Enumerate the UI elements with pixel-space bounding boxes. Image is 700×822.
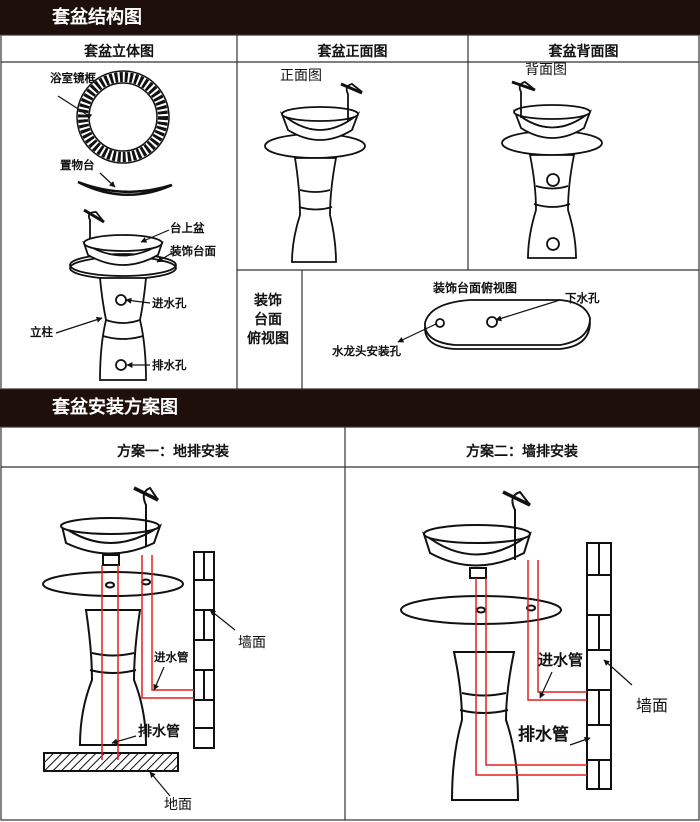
top-view-drawing [424,299,591,350]
header-iso-view: 套盆立体图 [84,44,154,60]
header-back-view: 套盆背面图 [548,44,619,60]
header-plan1: 方案一：地排安装 [117,444,229,460]
label-basin: 台上盆 [170,221,205,235]
label-mirror-frame: 浴室镜框 [50,71,96,85]
plan1-label-wall: 墙面 [238,635,266,651]
plan1-floor [43,752,179,772]
label-column: 立柱 [30,325,53,339]
side-label-line3: 俯视图 [247,331,289,347]
install-section-banner: 套盆安装方案图 [0,389,700,427]
plan1-pipes [101,555,194,760]
plan2-label-inlet-pipe: 进水管 [538,651,584,669]
plan2-wall [586,542,612,790]
back-view-label: 背面图 [525,62,567,78]
plan1-arrows [111,609,236,797]
iso-shelf [77,180,173,197]
structure-section-banner: 套盆结构图 [0,0,700,35]
iso-callout-arrows [55,95,173,368]
label-drain-hole: 排水孔 [152,358,187,372]
plan2-arrows [539,659,633,746]
plan1-label-drain-pipe: 排水管 [138,724,180,740]
side-label-line1: 装饰 [254,293,282,309]
plan1-drawing [42,486,184,746]
plan1-wall [193,551,215,749]
header-plan2: 方案二：墙排安装 [466,444,578,460]
plan2-label-wall: 墙面 [636,696,669,715]
label-drain-hole-top: 下水孔 [565,291,600,305]
plan2-label-drain-pipe: 排水管 [518,725,569,745]
label-shelf: 置物台 [60,158,95,172]
plan2-pipes [475,560,587,776]
iso-basin-assembly [69,208,177,381]
label-faucet-hole: 水龙头安装孔 [332,344,401,358]
top-view-title: 装饰台面俯视图 [433,281,518,295]
label-countertop: 装饰台面 [170,244,216,258]
install-section-title: 套盆安装方案图 [52,397,178,418]
front-view-label: 正面图 [280,68,322,84]
header-front-view: 套盆正面图 [317,44,388,60]
side-label-line2: 台面 [254,312,282,328]
label-inlet-hole: 进水孔 [152,296,187,310]
plan1-label-floor: 地面 [164,797,192,813]
structure-section-title: 套盆结构图 [52,7,142,28]
install-table-grid [0,426,700,821]
top-view-side-label: 装饰 台面 俯视图 [247,292,289,349]
plan2-drawing [400,490,562,801]
top-view-arrows [397,299,561,343]
front-view-drawing [264,82,366,263]
structure-table-grid [0,34,700,390]
plan1-label-inlet-pipe: 进水管 [154,650,189,664]
back-view-drawing [501,80,603,259]
